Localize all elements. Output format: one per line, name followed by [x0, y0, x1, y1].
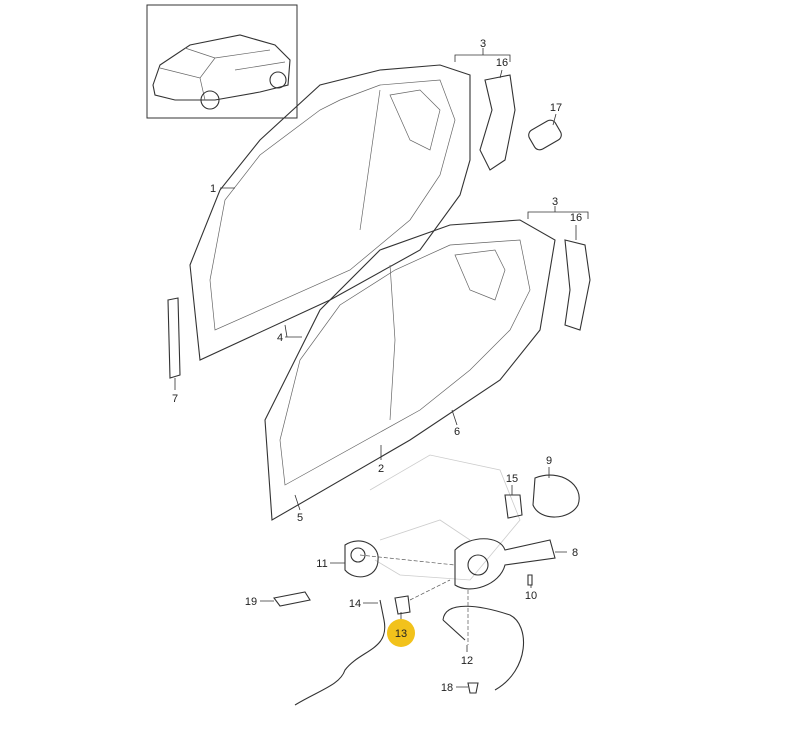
callout-9[interactable]: 9: [546, 455, 552, 467]
callout-3-lower[interactable]: 3: [552, 196, 558, 208]
callout-18[interactable]: 18: [441, 682, 453, 694]
callout-8[interactable]: 8: [572, 547, 578, 559]
callout-7[interactable]: 7: [172, 393, 178, 405]
callout-17[interactable]: 17: [550, 102, 562, 114]
vehicle-thumbnail[interactable]: [146, 4, 298, 119]
callout-16-upper[interactable]: 16: [496, 57, 508, 69]
callout-5[interactable]: 5: [297, 512, 303, 524]
part-11[interactable]: [344, 540, 379, 578]
part-13[interactable]: [394, 595, 411, 615]
part-10[interactable]: [527, 574, 533, 586]
part-18[interactable]: [467, 682, 479, 694]
callout-12[interactable]: 12: [461, 655, 473, 667]
part-9[interactable]: [532, 474, 580, 518]
part-7[interactable]: [167, 297, 181, 379]
callout-1[interactable]: 1: [210, 183, 216, 195]
callout-13[interactable]: 13: [395, 628, 407, 640]
callout-3-upper[interactable]: 3: [480, 38, 486, 50]
callout-14[interactable]: 14: [349, 598, 361, 610]
callout-15[interactable]: 15: [506, 473, 518, 485]
callout-4[interactable]: 4: [277, 332, 283, 344]
callout-2[interactable]: 2: [378, 463, 384, 475]
part-12-cable[interactable]: [442, 605, 525, 691]
callout-10[interactable]: 10: [525, 590, 537, 602]
side-panel-inner[interactable]: [264, 219, 556, 521]
vehicle-outline: [369, 454, 521, 581]
part-16b[interactable]: [564, 239, 591, 331]
selected-part-highlight: [387, 619, 415, 647]
callout-6[interactable]: 6: [454, 426, 460, 438]
part-15[interactable]: [504, 494, 523, 519]
callout-16-lower[interactable]: 16: [570, 212, 582, 224]
callout-11[interactable]: 11: [316, 558, 327, 570]
part-16a[interactable]: [479, 74, 516, 171]
part-fuel-housing[interactable]: [454, 538, 556, 590]
part-19[interactable]: [273, 591, 311, 607]
part-17[interactable]: [527, 118, 564, 152]
callout-19[interactable]: 19: [245, 596, 257, 608]
part-14-cable[interactable]: [294, 599, 386, 706]
